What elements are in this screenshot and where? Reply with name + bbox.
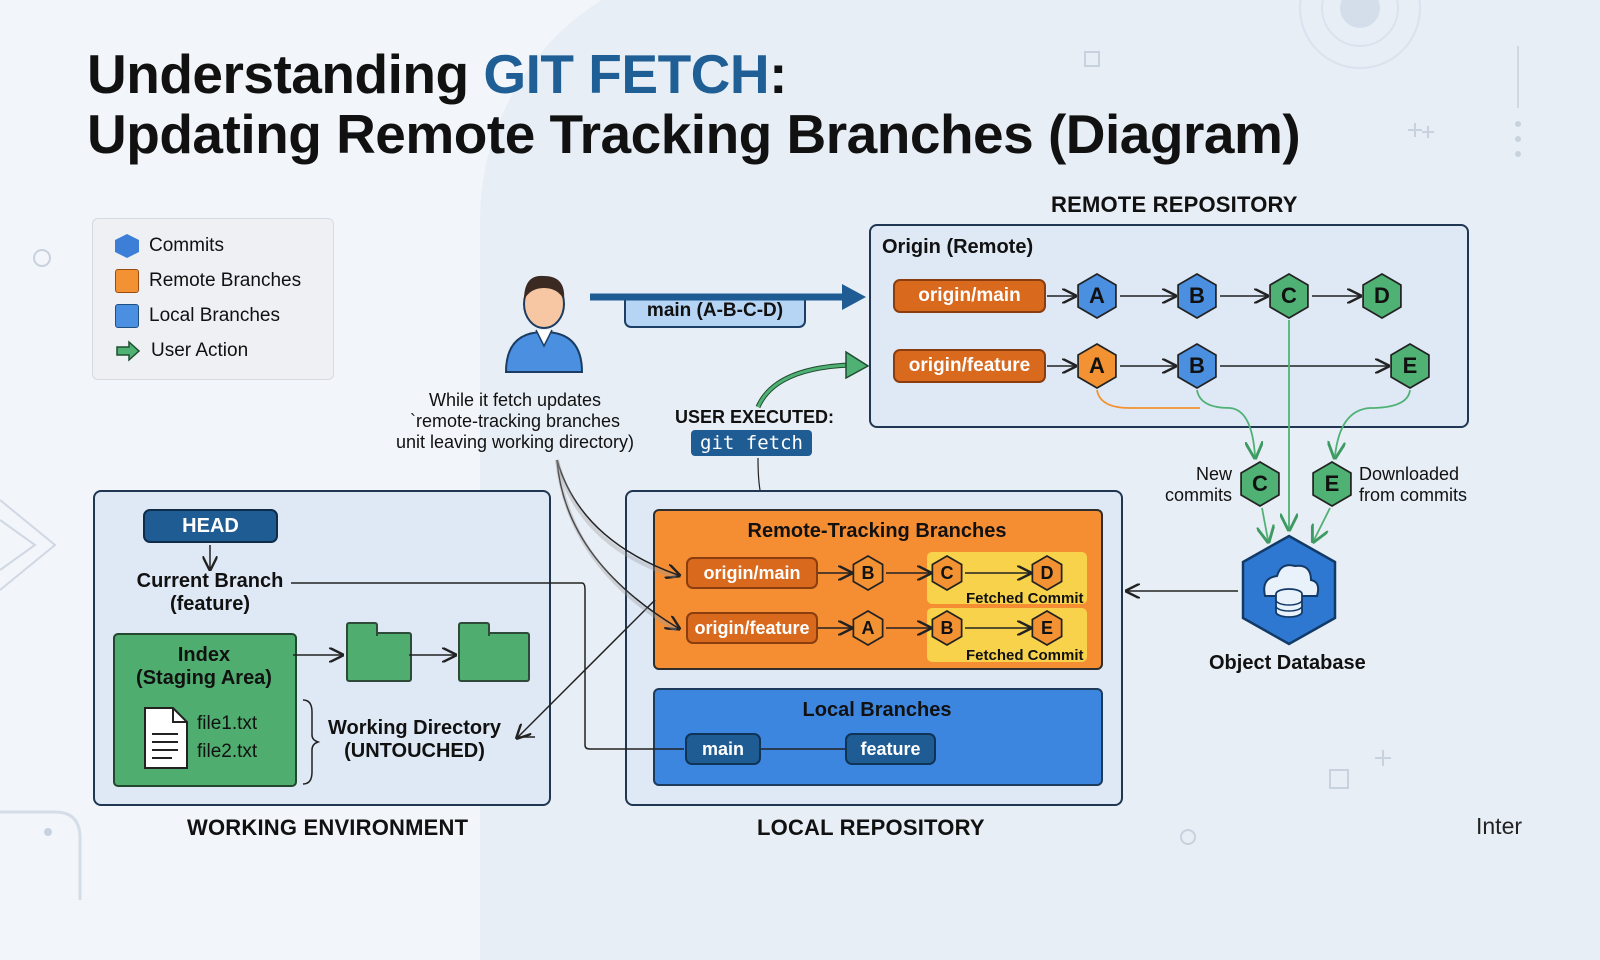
page-title: Understanding GIT FETCH: Updating Remote… [87, 43, 1301, 165]
downloaded-commit-node: E [1309, 461, 1355, 507]
title-highlight: GIT FETCH [483, 43, 770, 105]
title-line2: Updating Remote Tracking Branches (Diagr… [87, 103, 1301, 165]
downloaded-label: Downloaded from commits [1359, 464, 1467, 505]
arrow-right-icon [116, 340, 141, 362]
decoration-layer [0, 0, 1521, 900]
legend: Commits Remote Branches Local Branches U… [92, 218, 334, 380]
rt-feature-branch: origin/feature [686, 612, 818, 644]
hexagon-icon [115, 234, 139, 258]
legend-commits: Commits [115, 233, 224, 259]
orange-square-icon [115, 269, 139, 293]
fetched-commit-label: Fetched Commit [966, 647, 1084, 664]
object-db-label: Object Database [1209, 652, 1366, 674]
origin-title: Origin (Remote) [882, 236, 1034, 258]
fetched-commit-label: Fetched Commit [966, 590, 1084, 607]
commit-node: E [1029, 610, 1065, 646]
origin-feature-branch: origin/feature [893, 349, 1046, 383]
commit-node: A [1074, 343, 1120, 389]
local-repo-heading: LOCAL REPOSITORY [757, 815, 985, 840]
local-feature-branch: feature [845, 733, 936, 765]
database-icon [1241, 534, 1337, 646]
commit-node: E [1387, 343, 1433, 389]
commit-node: C [929, 555, 965, 591]
commit-node: D [1029, 555, 1065, 591]
user-icon [504, 275, 584, 373]
push-label: main (A-B-C-D) [624, 294, 806, 328]
current-branch-label: Current Branch (feature) [136, 570, 284, 615]
new-commits-label: New commits [1165, 464, 1232, 505]
origin-main-branch: origin/main [893, 279, 1046, 313]
footer-word: Inter [1476, 813, 1523, 839]
head-badge: HEAD [143, 509, 278, 543]
commit-node: A [1074, 273, 1120, 319]
legend-local: Local Branches [115, 303, 280, 329]
remote-tracking-title: Remote-Tracking Branches [747, 520, 1007, 542]
user-executed-label: USER EXECUTED: [675, 407, 835, 427]
legend-remote: Remote Branches [115, 268, 301, 294]
folder-icon [346, 622, 412, 682]
file1-label: file1.txt [197, 713, 258, 734]
commit-node: C [1266, 273, 1312, 319]
blue-square-icon [115, 304, 139, 328]
working-dir-label: Working Directory (UNTOUCHED) [328, 717, 501, 762]
new-commit-node: C [1237, 461, 1283, 507]
rt-main-branch: origin/main [686, 557, 818, 589]
local-branches-title: Local Branches [802, 699, 952, 721]
commit-node: A [850, 610, 886, 646]
commit-node: B [850, 555, 886, 591]
file2-label: file2.txt [197, 741, 258, 762]
commit-node: B [1174, 343, 1220, 389]
index-staging-box [113, 633, 297, 787]
file-icon [144, 707, 188, 769]
local-main-branch: main [685, 733, 761, 765]
fetch-note: While it fetch updates `remote-tracking … [395, 390, 635, 452]
working-env-heading: WORKING ENVIRONMENT [187, 815, 469, 840]
git-fetch-command[interactable]: git fetch [691, 430, 812, 456]
legend-action: User Action [115, 338, 248, 364]
commit-node: B [1174, 273, 1220, 319]
index-label: Index (Staging Area) [136, 644, 272, 689]
commit-node: B [929, 610, 965, 646]
remote-repo-heading: REMOTE REPOSITORY [1051, 192, 1298, 217]
folder-icon [458, 622, 530, 682]
commit-node: D [1359, 273, 1405, 319]
